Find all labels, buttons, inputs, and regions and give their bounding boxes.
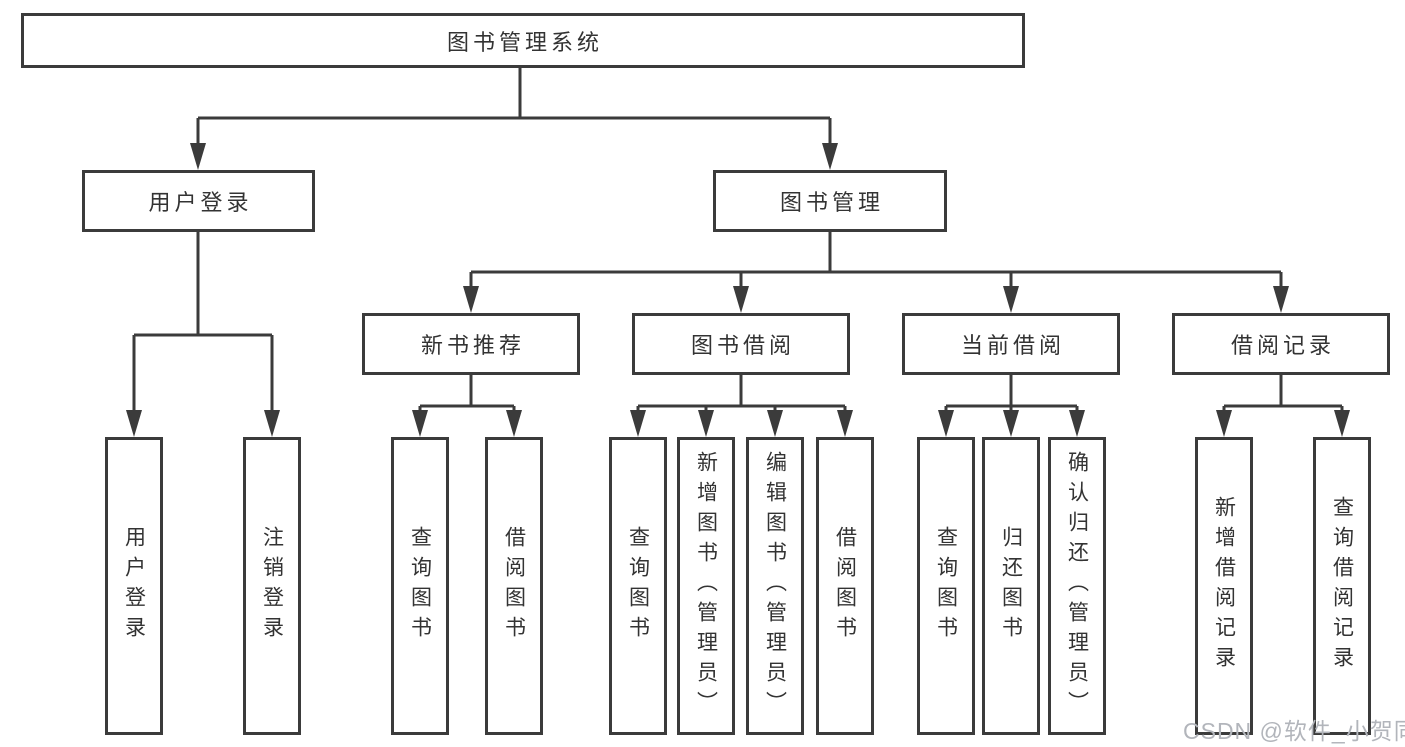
leaf-query-borrow-record: 查询借阅记录 bbox=[1313, 437, 1371, 735]
node-book-management: 图书管理 bbox=[713, 170, 947, 232]
edge-root-to-level2 bbox=[190, 68, 838, 170]
leaf-add-book-admin: 新增图书（管理员） bbox=[677, 437, 735, 735]
node-book-borrow: 图书借阅 bbox=[632, 313, 850, 375]
leaf-user-login: 用户登录 bbox=[105, 437, 163, 735]
edge-borrow-records-to-leaves bbox=[1216, 375, 1350, 437]
leaf-current-query-book: 查询图书 bbox=[917, 437, 975, 735]
edge-new-book-to-leaves bbox=[412, 375, 522, 437]
leaf-borrow-book: 借阅图书 bbox=[816, 437, 874, 735]
csdn-watermark: CSDN @软件_小贺同学 bbox=[1183, 718, 1405, 744]
edge-current-borrow-to-leaves bbox=[938, 375, 1085, 437]
node-user-login: 用户登录 bbox=[82, 170, 315, 232]
leaf-confirm-return-admin: 确认归还（管理员） bbox=[1048, 437, 1106, 735]
leaf-recommend-borrow-book: 借阅图书 bbox=[485, 437, 543, 735]
edge-book-borrow-to-leaves bbox=[630, 375, 853, 437]
leaf-borrow-query-book: 查询图书 bbox=[609, 437, 667, 735]
node-borrow-records: 借阅记录 bbox=[1172, 313, 1390, 375]
leaf-edit-book-admin: 编辑图书（管理员） bbox=[746, 437, 804, 735]
leaf-logout: 注销登录 bbox=[243, 437, 301, 735]
leaf-add-borrow-record: 新增借阅记录 bbox=[1195, 437, 1253, 735]
leaf-recommend-query-book: 查询图书 bbox=[391, 437, 449, 735]
node-current-borrow: 当前借阅 bbox=[902, 313, 1120, 375]
edge-book-mgmt-to-level3 bbox=[463, 232, 1289, 313]
edge-user-login-to-leaves bbox=[126, 232, 280, 437]
leaf-return-book: 归还图书 bbox=[982, 437, 1040, 735]
node-library-system: 图书管理系统 bbox=[21, 13, 1025, 68]
node-new-book-recommend: 新书推荐 bbox=[362, 313, 580, 375]
